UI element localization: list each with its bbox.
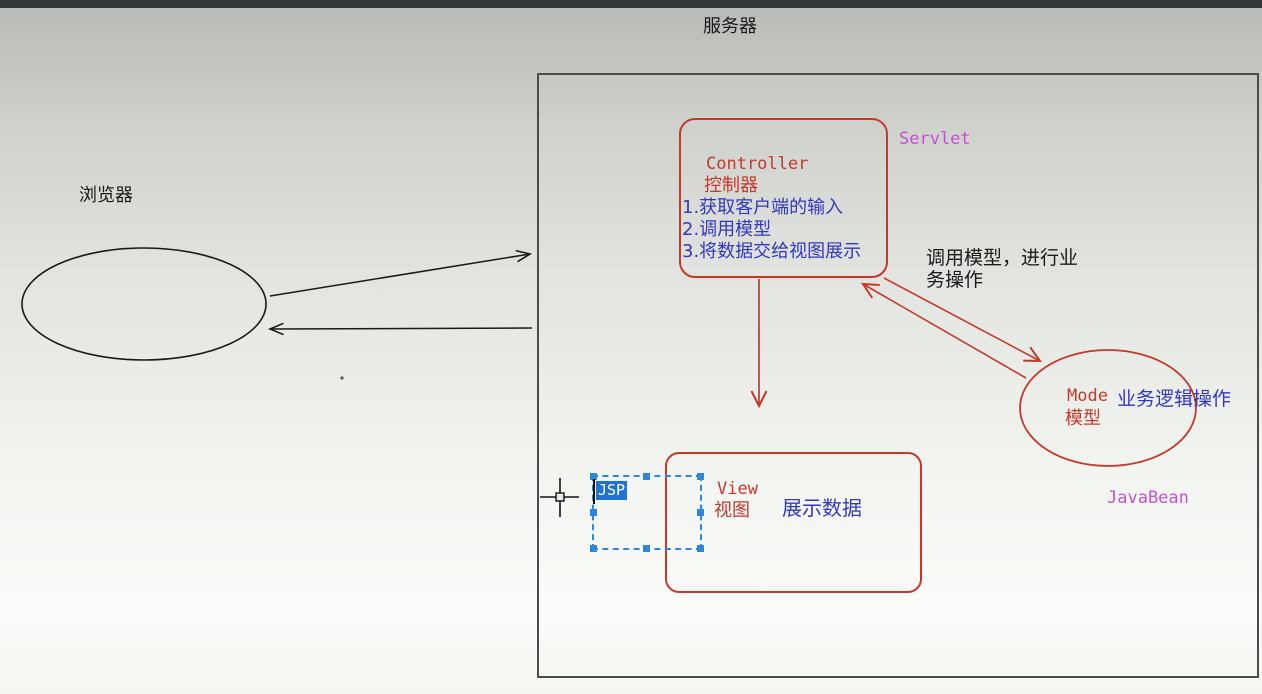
call-model-note-line1: 调用模型，进行业 bbox=[926, 247, 1079, 269]
browser-ellipse bbox=[21, 247, 267, 361]
selection-handle[interactable] bbox=[590, 473, 597, 480]
selection-handle[interactable] bbox=[697, 473, 704, 480]
controller-item-2: 2.调用模型 bbox=[682, 219, 772, 240]
text-caret bbox=[593, 479, 595, 504]
selection-handle[interactable] bbox=[643, 473, 650, 480]
titlebar bbox=[0, 0, 1262, 8]
selection-handle[interactable] bbox=[590, 545, 597, 552]
browser-label: 浏览器 bbox=[79, 185, 133, 206]
selection-handle[interactable] bbox=[590, 508, 597, 516]
view-title-cn: 视图 bbox=[714, 500, 750, 521]
model-title-en: Mode bbox=[1067, 386, 1108, 406]
response-arrow bbox=[267, 322, 533, 336]
server-box bbox=[537, 73, 1259, 678]
selection-handle[interactable] bbox=[697, 545, 704, 552]
request-arrow bbox=[269, 249, 533, 297]
servlet-label: Servlet bbox=[899, 129, 971, 149]
view-box bbox=[665, 452, 922, 593]
controller-item-1: 1.获取客户端的输入 bbox=[682, 197, 844, 218]
view-title-en: View bbox=[717, 479, 758, 499]
controller-box bbox=[679, 118, 888, 278]
controller-item-3: 3.将数据交给视图展示 bbox=[682, 241, 862, 262]
controller-title-en: Controller bbox=[706, 154, 809, 174]
controller-title-cn: 控制器 bbox=[704, 175, 758, 196]
model-title-cn: 模型 bbox=[1065, 408, 1101, 429]
selection-handle[interactable] bbox=[697, 508, 704, 516]
jsp-text-input[interactable]: JSP bbox=[596, 481, 628, 500]
text-selection-rect[interactable] bbox=[590, 473, 704, 552]
javabean-label: JavaBean bbox=[1107, 488, 1189, 508]
server-label: 服务器 bbox=[703, 16, 757, 37]
model-note: 业务逻辑操作 bbox=[1117, 388, 1232, 410]
call-model-note-line2: 务操作 bbox=[926, 269, 984, 291]
view-note: 展示数据 bbox=[782, 496, 862, 520]
stray-dot bbox=[340, 376, 344, 380]
selection-handle[interactable] bbox=[643, 545, 650, 552]
